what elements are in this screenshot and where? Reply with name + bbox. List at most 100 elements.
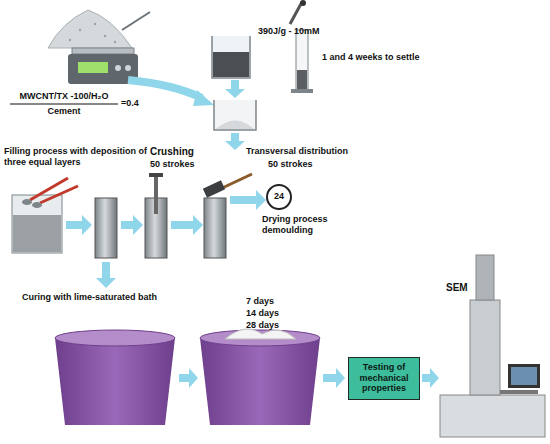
cement-pile	[122, 12, 150, 30]
dispersion-beaker	[213, 52, 249, 77]
flow-arrow	[189, 368, 198, 388]
mixing-beaker	[216, 121, 254, 130]
scale	[72, 48, 134, 54]
beaker-with-spoons	[32, 202, 42, 208]
step-label: Crushing	[150, 146, 194, 158]
pipette	[300, 0, 306, 6]
flow-arrow	[133, 215, 143, 235]
curing-tank	[200, 338, 320, 425]
mould	[95, 198, 226, 258]
fraction-bar	[10, 104, 118, 105]
curing-tank	[225, 329, 296, 339]
pipette	[290, 2, 302, 24]
cement-pile	[114, 41, 116, 43]
flow-arrow	[336, 368, 345, 388]
tamping-rod	[149, 173, 163, 214]
flow-arrow	[225, 141, 245, 150]
graduated-cylinder	[291, 30, 313, 93]
sem-microscope	[440, 255, 545, 437]
beaker-with-spoons	[13, 215, 61, 252]
mould	[204, 198, 226, 258]
curing-tank	[55, 338, 175, 425]
sem-microscope	[508, 364, 540, 388]
flow-arrow	[323, 374, 336, 382]
flow-arrow	[121, 221, 133, 229]
sem-microscope	[500, 390, 538, 394]
age-label: 7 days	[246, 296, 274, 307]
cement-pile	[104, 35, 106, 37]
ratio-value: =0.4	[121, 98, 139, 109]
flow-arrow	[102, 262, 110, 278]
curing-tank	[200, 330, 320, 346]
curing-tank	[55, 330, 175, 346]
energy-label: 390J/g - 10mM	[258, 26, 320, 37]
clock-icon	[267, 185, 291, 209]
process-box: Testing of mechanical properties	[348, 357, 420, 400]
flow-arrow	[231, 80, 239, 90]
flow-arrow	[430, 368, 439, 388]
settling-label: 1 and 4 weeks to settle	[322, 52, 420, 63]
hammer	[203, 180, 225, 198]
flow-arrow	[66, 221, 82, 229]
step-label: Curing with lime-saturated bath	[22, 292, 157, 303]
ratio-denominator: Cement	[8, 106, 120, 117]
age-label: 28 days	[246, 320, 279, 331]
graduated-cylinder	[297, 70, 307, 89]
clock-icon	[267, 185, 291, 209]
flow-arrow	[230, 196, 256, 204]
cement-pile	[94, 23, 96, 25]
beaker-with-spoons	[22, 199, 32, 205]
step-label: Transversal distribution	[246, 146, 348, 157]
flow-arrow	[193, 90, 214, 106]
age-label: 14 days	[246, 308, 279, 319]
sem-microscope	[470, 300, 500, 395]
flow-arrow	[82, 215, 92, 235]
pipette	[290, 0, 306, 24]
beaker-with-spoons	[40, 186, 78, 203]
step-label: Filling process with deposition of three…	[4, 146, 154, 168]
scale	[125, 65, 131, 71]
mixing-beaker	[214, 100, 256, 130]
scale	[78, 62, 108, 73]
hammer	[203, 174, 252, 198]
tamping-rod	[154, 174, 158, 214]
cement-pile	[69, 39, 71, 41]
curing-tank	[55, 329, 320, 425]
flow-arrow	[171, 221, 193, 229]
flow-arrow	[256, 190, 266, 210]
mixing-beaker	[214, 100, 256, 130]
step-label: 50 strokes	[150, 159, 195, 170]
flow-arrow	[231, 133, 239, 141]
step-label: Drying process demoulding	[262, 214, 334, 236]
cement-pile	[48, 10, 150, 48]
sem-microscope	[440, 395, 545, 437]
dispersion-beaker	[212, 36, 250, 78]
mould	[95, 198, 117, 258]
clock-hours: 24	[267, 191, 291, 202]
scale	[68, 54, 138, 84]
ratio-numerator: MWCNT/TX -100/H₂O	[8, 91, 120, 102]
flow-arrow	[225, 133, 245, 150]
flow-arrow	[422, 374, 430, 382]
beaker-with-spoons	[30, 178, 68, 200]
step-label: 50 strokes	[268, 159, 313, 170]
box-text: Testing of mechanical properties	[352, 362, 416, 394]
flow-arrow	[128, 80, 202, 98]
beaker-with-spoons	[12, 178, 78, 253]
cement-pile	[79, 29, 81, 31]
flow-arrow	[66, 190, 266, 288]
sem-microscope	[476, 255, 494, 300]
flow-arrow	[96, 278, 116, 288]
instrument-label: SEM	[446, 282, 468, 294]
tamping-rod	[149, 173, 163, 177]
dispersion-beaker	[212, 36, 250, 78]
beaker-with-spoons	[12, 195, 62, 253]
graduated-cylinder	[296, 30, 308, 90]
scale	[115, 65, 121, 71]
scale	[68, 48, 138, 84]
flow-arrow	[179, 374, 189, 382]
flow-arrow	[193, 215, 203, 235]
flow-arrow	[225, 89, 245, 98]
graduated-cylinder	[291, 89, 313, 93]
